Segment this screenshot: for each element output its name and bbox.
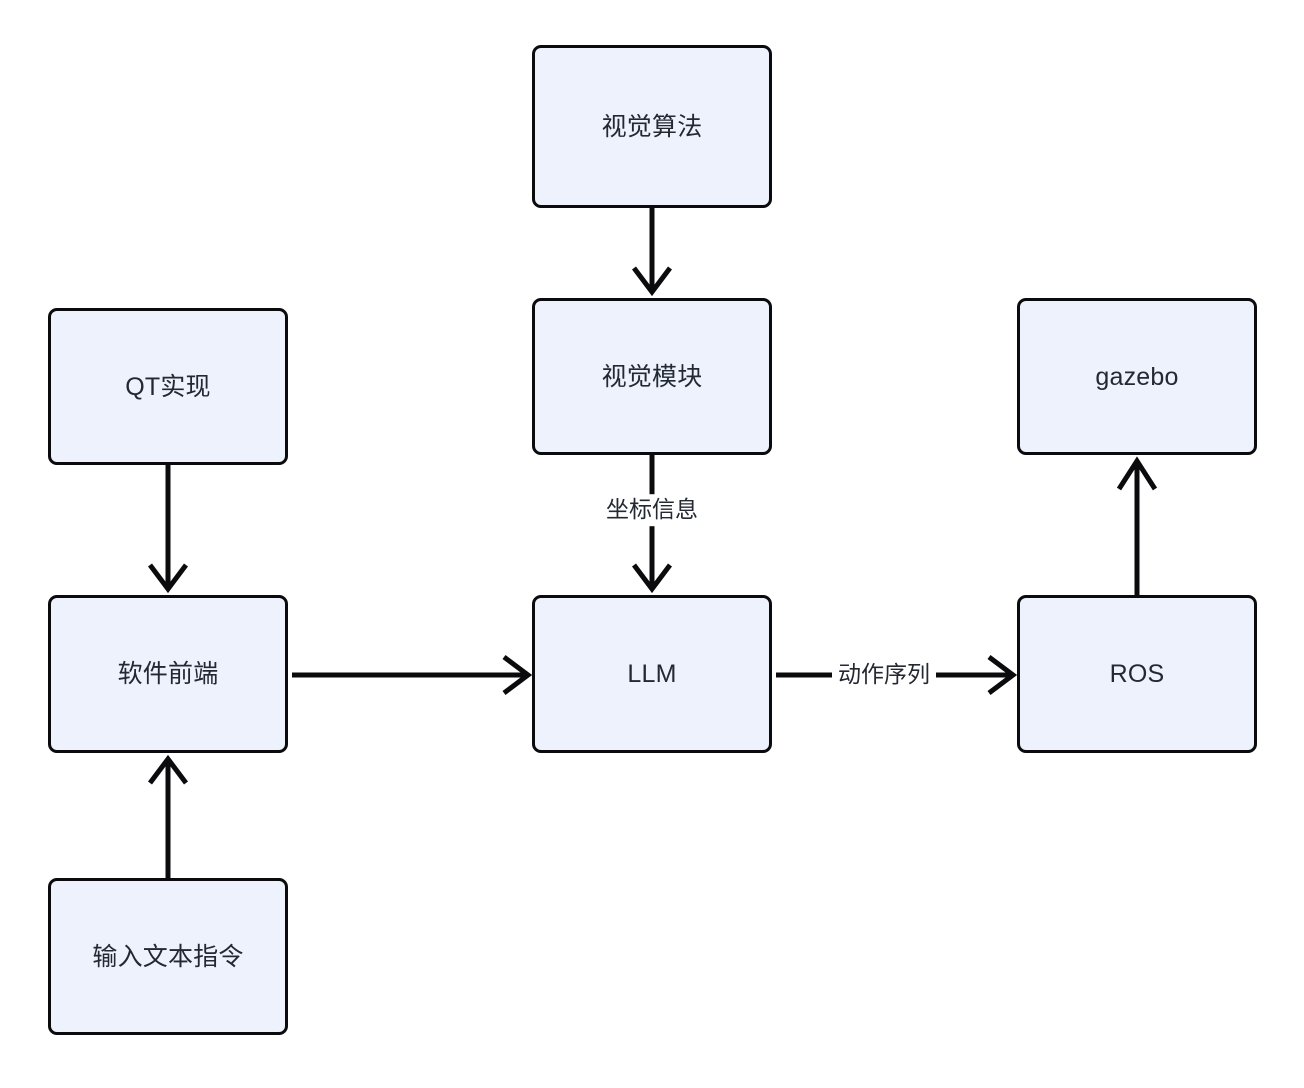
edge-vision-algorithm-to-vision-module <box>632 208 672 297</box>
edge-qt-implementation-to-software-frontend <box>148 465 188 594</box>
edge-label-coordinate-info: 坐标信息 <box>600 494 704 526</box>
node-vision-module[interactable]: 视觉模块 <box>532 298 772 455</box>
node-label-vision-module: 视觉模块 <box>601 362 703 391</box>
node-label-software-frontend: 软件前端 <box>117 660 219 688</box>
node-qt-implementation[interactable]: QT实现 <box>48 308 288 465</box>
node-software-frontend[interactable]: 软件前端 <box>48 595 288 753</box>
node-ros[interactable]: ROS <box>1017 595 1257 753</box>
edge-label-action-sequence: 动作序列 <box>832 659 936 691</box>
edge-ros-to-gazebo <box>1116 456 1158 595</box>
node-label-text-instruction-input: 输入文本指令 <box>92 942 244 971</box>
node-label-gazebo: gazebo <box>1095 362 1179 391</box>
node-gazebo[interactable]: gazebo <box>1017 298 1257 455</box>
edge-text-instruction-input-to-software-frontend <box>148 754 188 878</box>
node-vision-algorithm[interactable]: 视觉算法 <box>532 45 772 208</box>
node-label-ros: ROS <box>1109 660 1165 688</box>
node-label-vision-algorithm: 视觉算法 <box>601 112 703 141</box>
node-llm[interactable]: LLM <box>532 595 772 753</box>
node-label-llm: LLM <box>627 660 677 688</box>
edge-software-frontend-to-llm <box>292 655 533 695</box>
node-label-qt-implementation: QT实现 <box>125 372 211 401</box>
node-text-instruction-input[interactable]: 输入文本指令 <box>48 878 288 1035</box>
